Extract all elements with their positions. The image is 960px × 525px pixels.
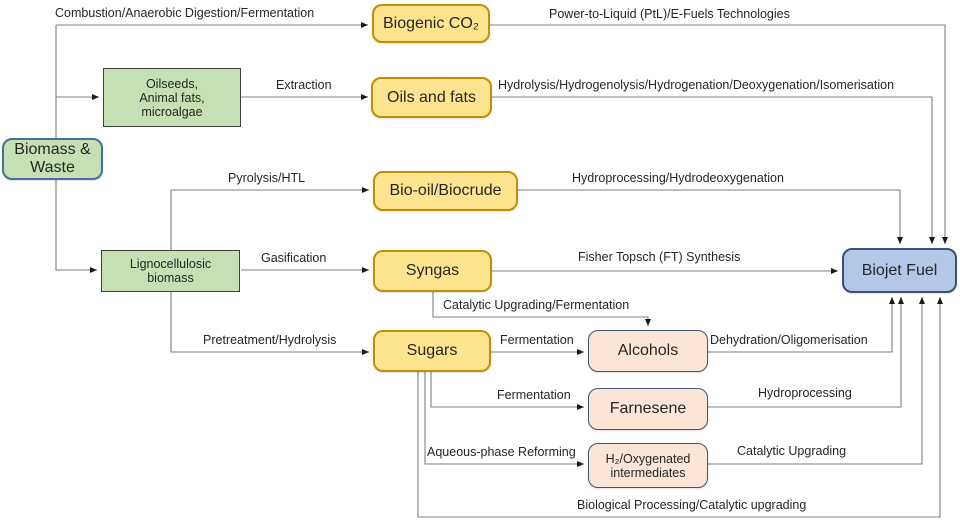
node-oilseeds-label: Oilseeds, Animal fats, microalgae <box>139 76 205 119</box>
node-syngas: Syngas <box>373 250 492 292</box>
node-bio-oil: Bio-oil/Biocrude <box>373 171 518 211</box>
node-oils-fats: Oils and fats <box>371 77 492 118</box>
node-lignocellulosic: Lignocellulosic biomass <box>101 250 240 292</box>
edge-hydroprocessing-hdo-line <box>518 189 903 244</box>
node-oilseeds: Oilseeds, Animal fats, microalgae <box>103 68 241 127</box>
edge-label-pyrolysis: Pyrolysis/HTL <box>228 171 306 185</box>
edge-label-gasification: Gasification <box>261 251 327 265</box>
node-lignocellulosic-label: Lignocellulosic biomass <box>129 257 212 285</box>
edge-label-pretreatment: Pretreatment/Hydrolysis <box>203 333 337 347</box>
edge-label-ft-synthesis: Fisher Topsch (FT) Synthesis <box>578 250 741 264</box>
edge-label-fermentation-alcohols: Fermentation <box>500 333 574 347</box>
node-biomass-waste: Biomass & Waste <box>2 138 103 180</box>
edge-biological-line <box>417 297 943 518</box>
edge-label-aqueous-reforming: Aqueous-phase Reforming <box>427 445 576 459</box>
edge-catalytic-upgrading-fermentation-line <box>432 292 651 326</box>
node-alcohols-label: Alcohols <box>617 342 679 360</box>
node-farnesene-label: Farnesene <box>609 400 687 418</box>
edge-label-combustion: Combustion/Anaerobic Digestion/Fermentat… <box>55 6 315 20</box>
node-biomass-waste-label: Biomass & Waste <box>14 141 91 176</box>
edge-label-catalytic-upgrading-fermentation: Catalytic Upgrading/Fermentation <box>443 298 630 312</box>
node-biojet-fuel: Biojet Fuel <box>842 248 957 293</box>
edge-fermentation-farnesene-line <box>430 372 584 410</box>
edge-label-hydroprocessing: Hydroprocessing <box>758 386 852 400</box>
node-biojet-fuel-label: Biojet Fuel <box>861 261 938 279</box>
edge-label-hydroprocessing-hdo: Hydroprocessing/Hydrodeoxygenation <box>572 171 784 185</box>
edge-aqueous-reforming-line <box>424 372 584 467</box>
edge-catalytic-upgrading-line <box>708 297 925 465</box>
node-bio-oil-label: Bio-oil/Biocrude <box>389 182 502 200</box>
node-farnesene: Farnesene <box>588 388 708 430</box>
edge-spine-to-lignocellulosic-line <box>55 25 97 273</box>
edge-label-dehydration: Dehydration/Oligomerisation <box>710 333 868 347</box>
node-h2-oxygenated: H₂/Oxygenated intermediates <box>588 443 708 488</box>
node-alcohols: Alcohols <box>588 330 708 372</box>
edge-label-extraction: Extraction <box>276 78 332 92</box>
node-oils-fats-label: Oils and fats <box>387 88 476 106</box>
edge-hydroprocessing-line <box>708 297 904 408</box>
edge-dehydration-line <box>708 297 895 353</box>
edge-pyrolysis-line <box>170 187 369 250</box>
node-biogenic-co2-label: Biogenic CO₂ <box>382 14 480 32</box>
edge-hydrolysis-chain-line <box>492 96 935 244</box>
edge-ptl-line <box>489 24 948 244</box>
edge-label-catalytic-upgrading: Catalytic Upgrading <box>737 444 847 458</box>
edge-label-fermentation-farnesene: Fermentation <box>497 388 571 402</box>
edge-label-biological: Biological Processing/Catalytic upgradin… <box>577 498 807 512</box>
edge-pretreatment-line <box>170 292 369 355</box>
node-biogenic-co2: Biogenic CO₂ <box>372 4 490 43</box>
node-syngas-label: Syngas <box>405 262 460 280</box>
node-sugars-label: Sugars <box>406 342 458 360</box>
edge-label-hydrolysis-chain: Hydrolysis/Hydrogenolysis/Hydrogenation/… <box>498 78 895 92</box>
node-h2-oxygenated-label: H₂/Oxygenated intermediates <box>605 451 691 480</box>
edge-label-ptl: Power-to-Liquid (PtL)/E-Fuels Technologi… <box>549 7 790 21</box>
node-sugars: Sugars <box>373 330 491 372</box>
